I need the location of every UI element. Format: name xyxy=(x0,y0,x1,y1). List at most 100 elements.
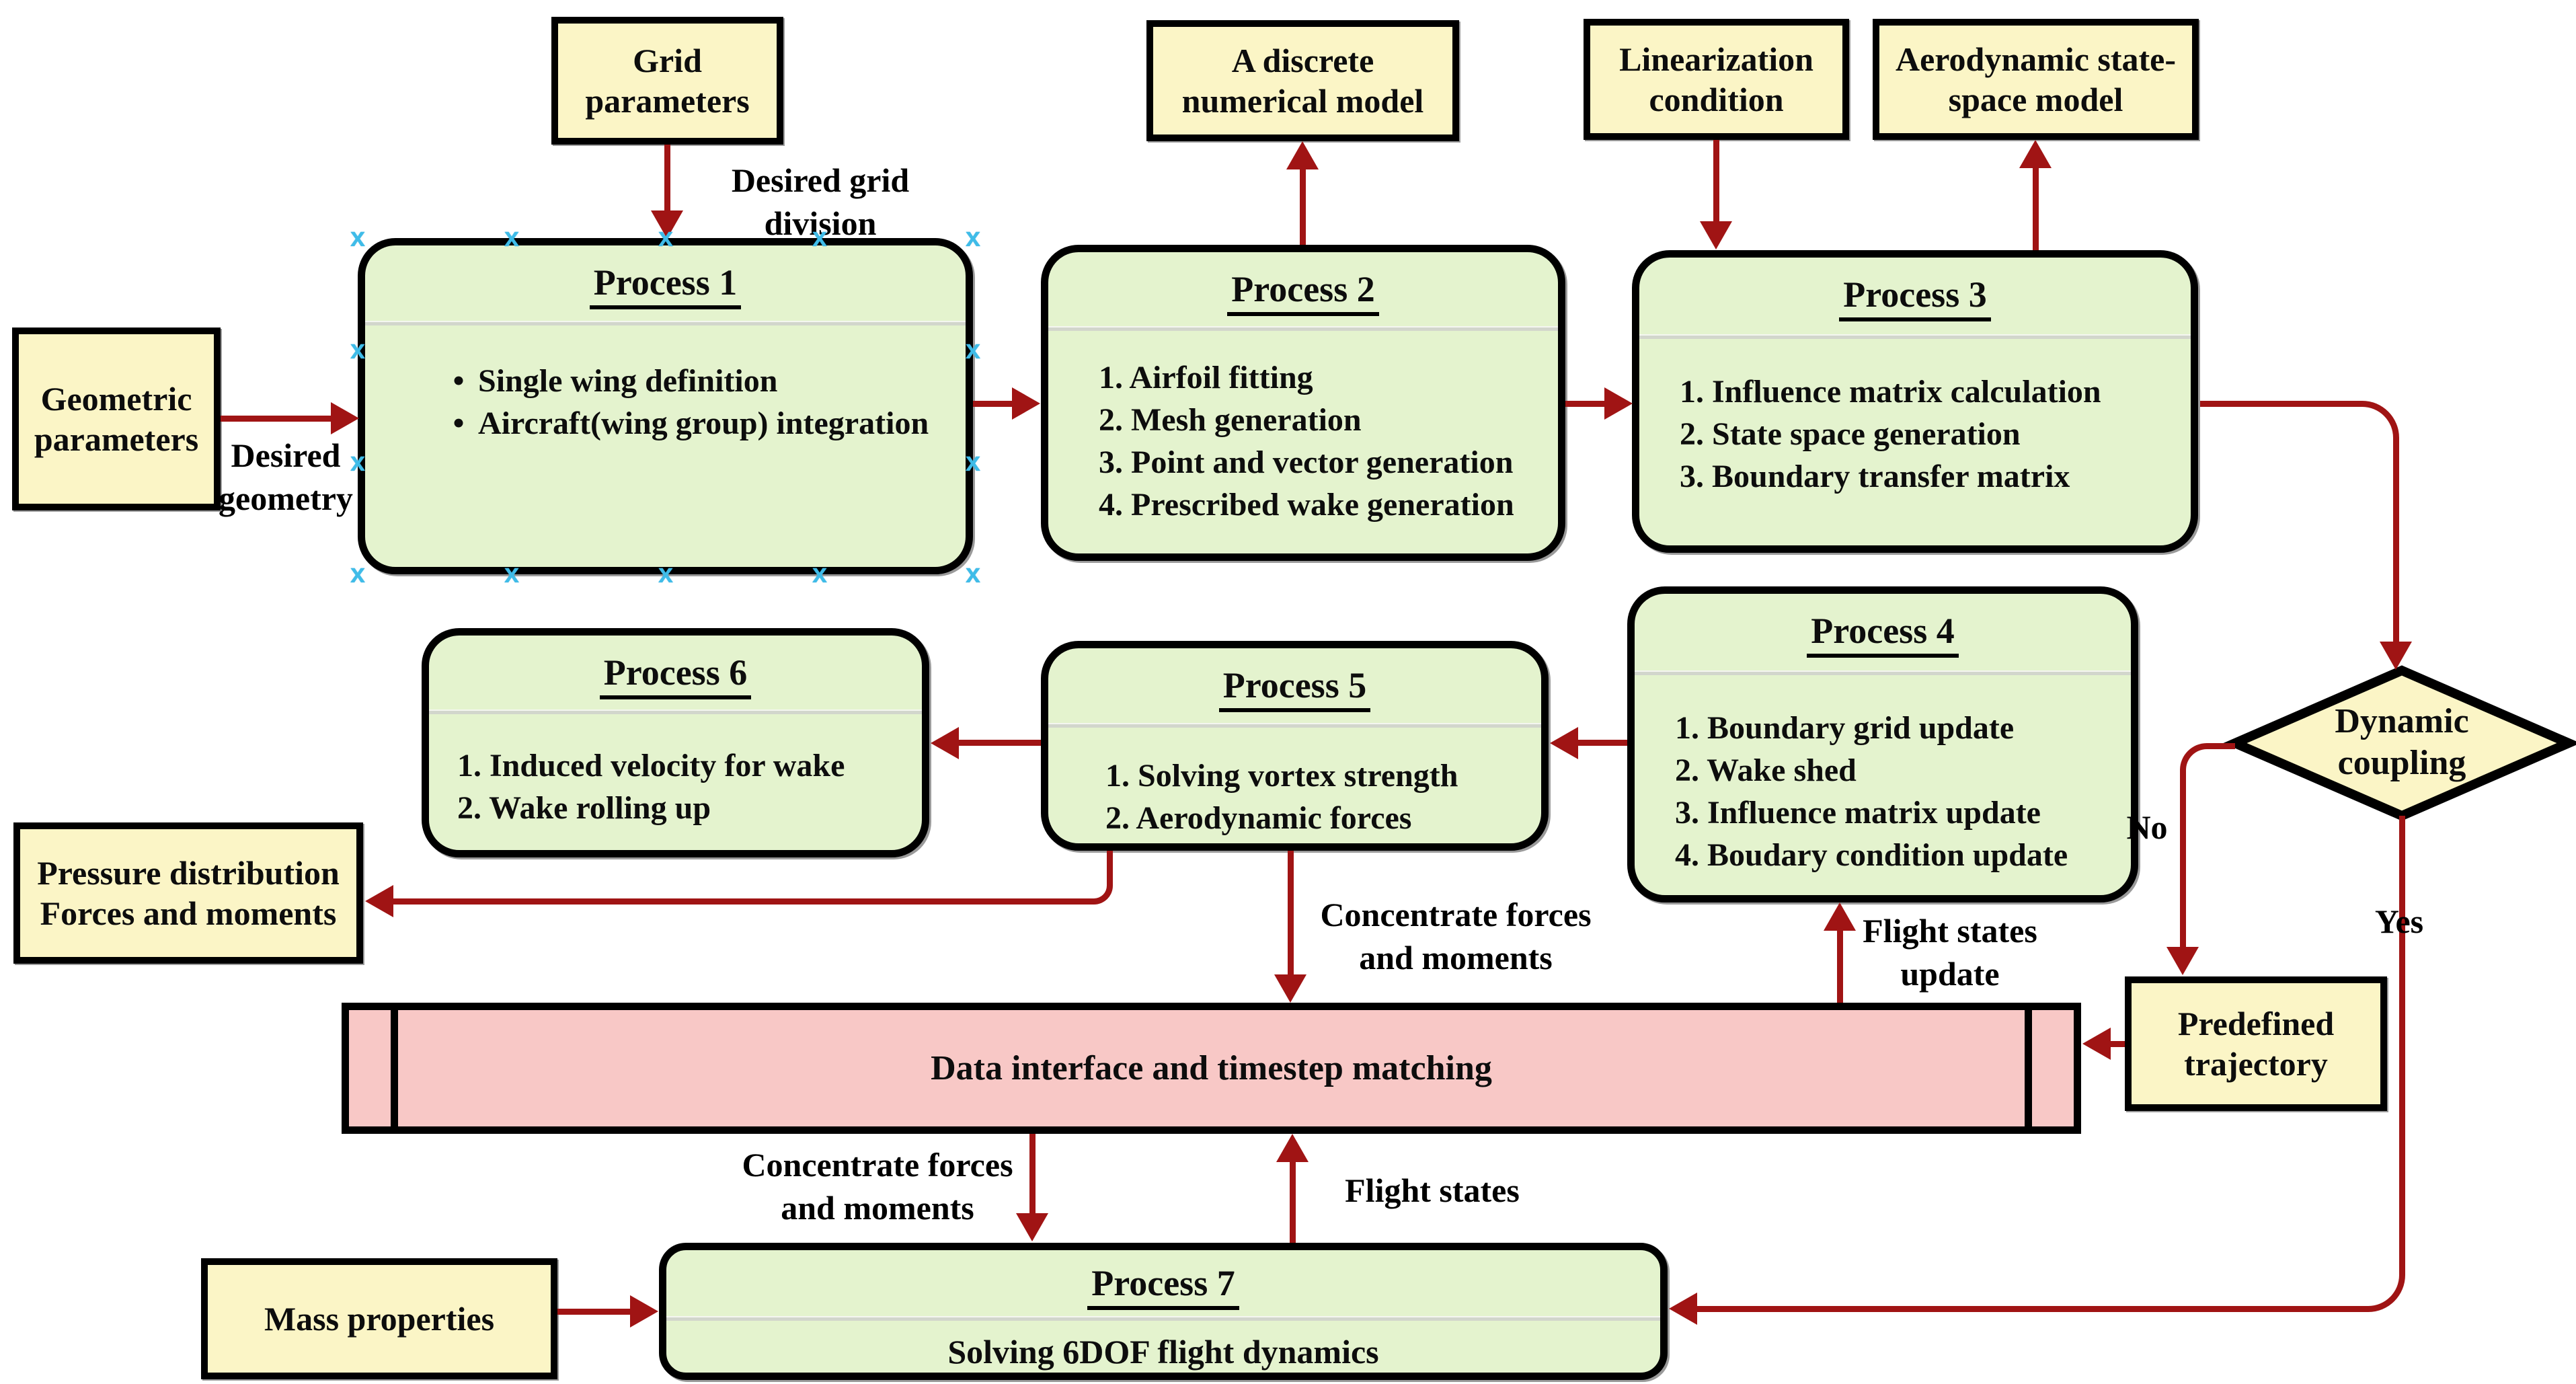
label-yes: Yes xyxy=(2374,902,2424,940)
arrow-grid-to-p1-line xyxy=(664,145,670,210)
bullet-icon: • xyxy=(453,406,465,441)
process-2-box[interactable]: Process 2 1. Airfoil fitting 2. Mesh gen… xyxy=(1041,245,1565,561)
process-3-box[interactable]: Process 3 1. Influence matrix calculatio… xyxy=(1632,250,2198,553)
list-item: 1. Induced velocity for wake xyxy=(457,748,845,783)
pressure-line2: Forces and moments xyxy=(40,894,337,932)
selection-handle[interactable]: x xyxy=(350,335,366,365)
arrow-predefined-to-bar-line xyxy=(2111,1041,2125,1047)
pressure-line1: Pressure distribution xyxy=(37,854,340,892)
selection-handle[interactable]: x xyxy=(658,559,674,589)
arrow-linearization-to-p3-line xyxy=(1713,140,1719,221)
arrow-bar-to-p7-head xyxy=(1016,1213,1048,1241)
process-6-items: 1. Induced velocity for wake 2. Wake rol… xyxy=(429,744,922,829)
process-6-box[interactable]: Process 6 1. Induced velocity for wake 2… xyxy=(422,628,929,857)
arrow-bar-to-p4-line xyxy=(1837,931,1843,1003)
list-item: •Aircraft(wing group) integration xyxy=(439,402,966,445)
arrow-yes-elbow xyxy=(1696,816,2405,1312)
arrow-p3-to-decision-head xyxy=(2380,642,2412,670)
node-predefined-trajectory[interactable]: Predefined trajectory xyxy=(2125,976,2387,1111)
arrow-p5-to-pressure-head xyxy=(365,885,393,917)
node-mass-properties[interactable]: Mass properties xyxy=(201,1258,557,1379)
list-item: 1. Boundary grid update xyxy=(1675,710,2015,746)
selection-handle[interactable]: x xyxy=(812,559,828,589)
arrow-geometric-to-p1-head xyxy=(331,402,359,434)
arrow-mass-to-p7-line xyxy=(557,1309,630,1315)
list-item: 2. Wake shed xyxy=(1675,753,1857,788)
arrow-mass-to-p7-head xyxy=(630,1295,658,1328)
node-geometric-parameters[interactable]: Geometric parameters xyxy=(12,328,221,510)
arrow-bar-to-p7-line xyxy=(1029,1134,1036,1213)
selection-handle[interactable]: x xyxy=(965,447,981,477)
label-no: No xyxy=(2126,808,2168,846)
list-item: 2. Aerodynamic forces xyxy=(1105,800,1412,836)
process-1-items: •Single wing definition •Aircraft(wing g… xyxy=(365,360,966,445)
selection-handle[interactable]: x xyxy=(965,223,981,253)
arrow-p2-to-p3-head xyxy=(1604,387,1633,420)
list-item: 1. Airfoil fitting xyxy=(1099,360,1313,395)
selection-handle[interactable]: x xyxy=(965,559,981,589)
selection-handle[interactable]: x xyxy=(504,223,520,253)
selection-handle[interactable]: x xyxy=(350,559,366,589)
process-2-separator xyxy=(1048,326,1558,331)
process-7-title: Process 7 xyxy=(666,1262,1660,1310)
list-item: 2. State space generation xyxy=(1680,416,2021,452)
selection-handle[interactable]: x xyxy=(350,447,366,477)
label-concentrate-lower: Concentrate forces and moments xyxy=(742,1146,1013,1227)
selection-handle[interactable]: x xyxy=(350,223,366,253)
node-discrete-numerical-model[interactable]: A discrete numerical model xyxy=(1146,20,1459,141)
arrow-p3-to-decision-elbow xyxy=(2200,401,2399,642)
arrow-p1-to-p2-line xyxy=(973,401,1012,407)
bar-right-divider xyxy=(2025,1010,2032,1126)
arrow-p5-to-p6-line xyxy=(959,740,1041,746)
arrow-predefined-to-bar-head xyxy=(2082,1028,2111,1060)
decision-label: Dynamic coupling xyxy=(2335,702,2469,782)
arrow-p3-to-statespace-head xyxy=(2019,140,2052,168)
arrow-yes-head xyxy=(1669,1293,1697,1325)
arrow-p5-to-pressure-elbow xyxy=(393,851,1113,905)
process-5-title: Process 5 xyxy=(1048,664,1541,712)
arrow-p3-to-statespace-line xyxy=(2033,168,2039,250)
data-interface-label: Data interface and timestep matching xyxy=(931,1049,1492,1087)
node-grid-parameters[interactable]: Grid parameters xyxy=(551,17,783,145)
process-5-items: 1. Solving vortex strength 2. Aerodynami… xyxy=(1048,755,1541,839)
process-4-items: 1. Boundary grid update 2. Wake shed 3. … xyxy=(1635,707,2131,876)
list-item: 2. Mesh generation xyxy=(1099,402,1362,438)
label-flight-states-update: Flight states update xyxy=(1863,912,2037,993)
arrow-linearization-to-p3-head xyxy=(1700,221,1732,249)
list-item: •Single wing definition xyxy=(439,360,966,402)
process-3-items: 1. Influence matrix calculation 2. State… xyxy=(1639,371,2191,498)
list-item: 1. Solving vortex strength xyxy=(1105,758,1458,794)
process-6-title: Process 6 xyxy=(429,652,922,699)
selection-handle[interactable]: x xyxy=(812,223,828,253)
node-pressure-distribution[interactable]: Pressure distribution Forces and moments xyxy=(13,822,363,964)
arrow-no-head xyxy=(2167,947,2199,975)
list-item: 3. Boundary transfer matrix xyxy=(1680,459,2070,494)
bar-left-divider xyxy=(391,1010,398,1126)
label-desired-geometry: Desired geometry xyxy=(219,436,353,517)
process-2-title: Process 2 xyxy=(1048,268,1558,316)
arrow-p2-to-p3-line xyxy=(1565,401,1604,407)
arrow-p7-to-bar-head xyxy=(1276,1134,1309,1162)
data-interface-bar[interactable]: Data interface and timestep matching xyxy=(342,1003,2081,1134)
label-concentrate-upper: Concentrate forces and moments xyxy=(1320,896,1592,976)
arrow-p1-to-p2-head xyxy=(1012,387,1040,420)
arrow-no-elbow xyxy=(2180,743,2235,947)
node-linearization-condition[interactable]: Linearization condition xyxy=(1584,19,1849,140)
arrow-p5-to-bar-line xyxy=(1288,851,1294,974)
node-aerodynamic-state-space-model[interactable]: Aerodynamic state-space model xyxy=(1873,19,2199,140)
selection-handle[interactable]: x xyxy=(658,223,674,253)
arrow-bar-to-p4-head xyxy=(1824,902,1856,931)
process-1-box[interactable]: Process 1 •Single wing definition •Aircr… xyxy=(358,238,973,574)
process-1-separator xyxy=(365,321,966,325)
process-7-box[interactable]: Process 7 Solving 6DOF flight dynamics xyxy=(659,1243,1668,1380)
selection-handle[interactable]: x xyxy=(965,335,981,365)
process-6-separator xyxy=(429,709,922,714)
process-5-box[interactable]: Process 5 1. Solving vortex strength 2. … xyxy=(1041,641,1549,851)
arrow-p5-to-bar-head xyxy=(1274,974,1306,1003)
selection-handle[interactable]: x xyxy=(504,559,520,589)
list-item: 2. Wake rolling up xyxy=(457,790,711,826)
arrow-p7-to-bar-line xyxy=(1290,1162,1296,1243)
arrow-p4-to-p5-head xyxy=(1550,727,1578,759)
arrow-geometric-to-p1-line xyxy=(221,416,331,422)
